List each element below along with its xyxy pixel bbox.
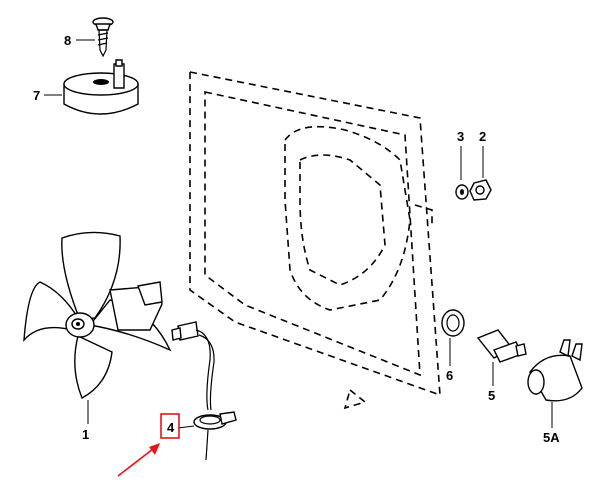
part-8-screw — [76, 17, 114, 58]
part-2-nut — [469, 146, 492, 201]
part-7-motor-cap — [44, 59, 139, 115]
part-5a-switch — [527, 339, 583, 428]
callout-2: 2 — [479, 129, 486, 144]
part-4-clamp — [177, 411, 237, 430]
part-3-washer — [455, 146, 469, 200]
callout-5a: 5A — [543, 430, 560, 445]
highlight-part-4 — [117, 413, 180, 477]
wiring-harness — [171, 321, 215, 461]
highlight-arrow — [117, 448, 154, 477]
fan-shroud — [189, 71, 441, 410]
callout-8: 8 — [64, 33, 71, 48]
part-5-switch — [476, 329, 527, 386]
callout-1: 1 — [82, 427, 89, 442]
callout-6: 6 — [446, 368, 453, 383]
callout-3: 3 — [457, 129, 464, 144]
part-1-fan — [23, 231, 172, 424]
callout-4: 4 — [167, 420, 175, 435]
callout-5: 5 — [488, 388, 495, 403]
highlight-box — [160, 413, 180, 439]
highlight-arrow-head — [149, 443, 160, 455]
callout-7: 7 — [33, 88, 40, 103]
part-6-seal — [441, 309, 465, 366]
